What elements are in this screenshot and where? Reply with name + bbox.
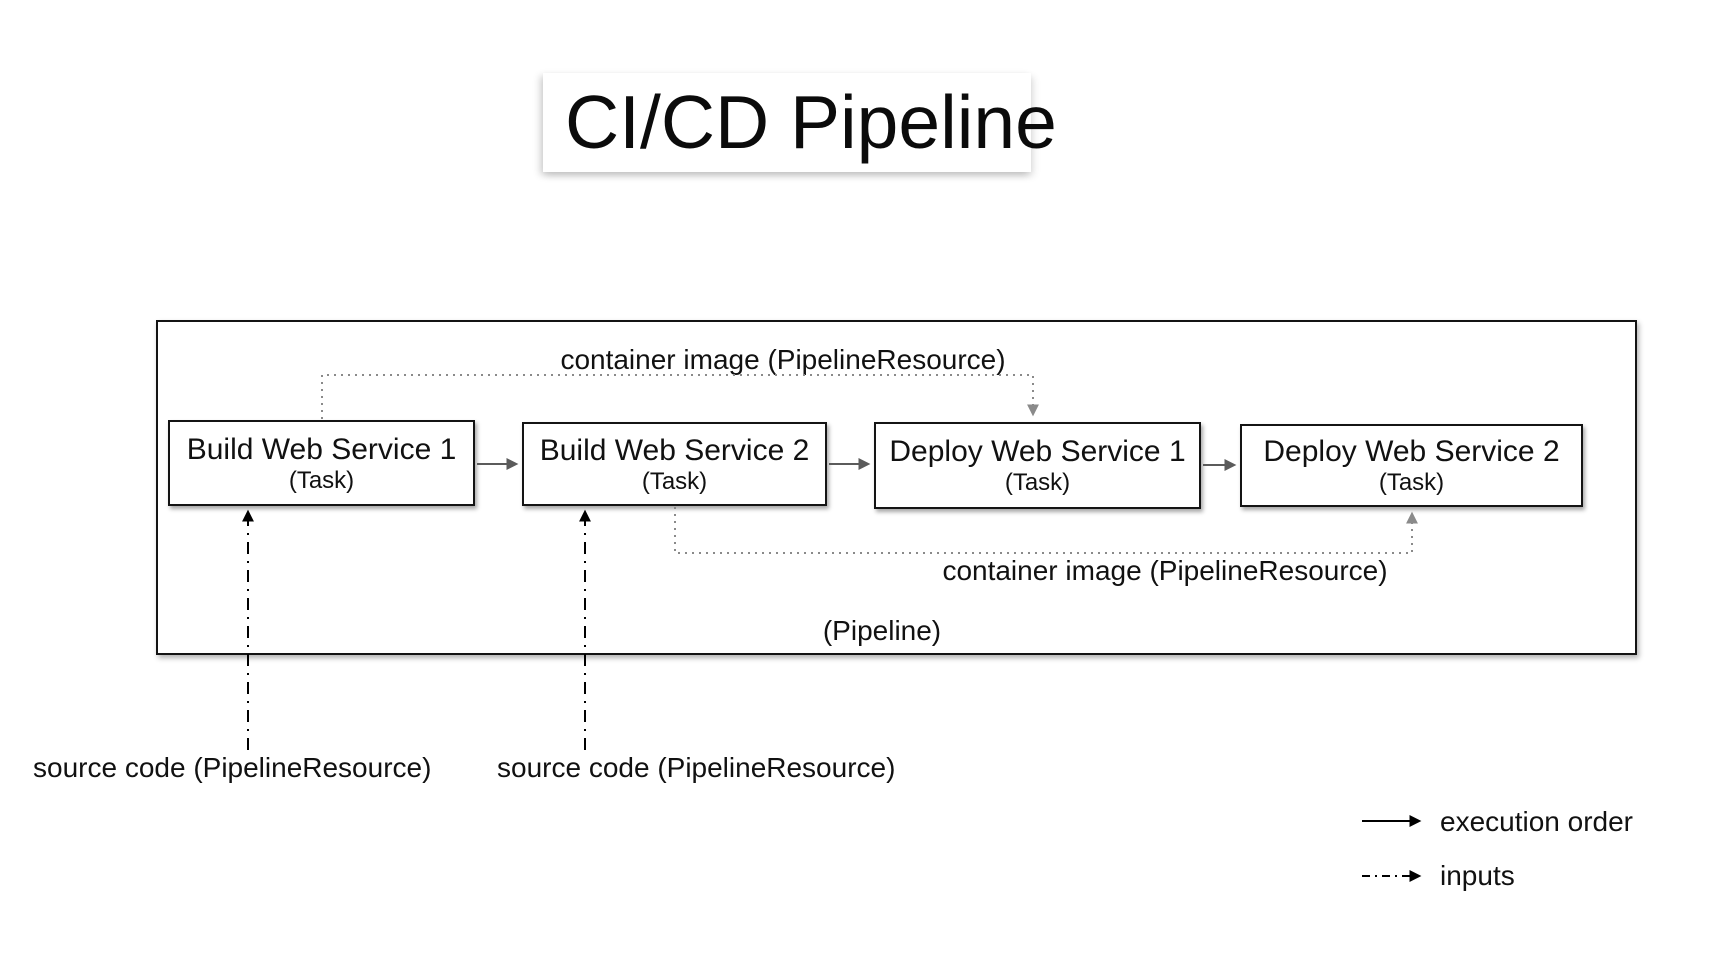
- task-type: (Task): [1378, 469, 1445, 496]
- task-type: (Task): [641, 467, 708, 495]
- task-name: Deploy Web Service 1: [889, 435, 1186, 468]
- legend-label-execution-order: execution order: [1440, 806, 1634, 837]
- task-name: Deploy Web Service 2: [1263, 435, 1560, 468]
- source-code-label-2: source code (PipelineResource): [497, 752, 896, 783]
- container-image-label-top: container image (PipelineResource): [560, 344, 1006, 375]
- task-name: Build Web Service 1: [186, 432, 457, 466]
- task-type: (Task): [1004, 469, 1071, 496]
- task-name: Build Web Service 2: [539, 433, 810, 467]
- diagram-title: CI/CD Pipeline: [565, 80, 1057, 164]
- source-code-label-1: source code (PipelineResource): [33, 752, 432, 783]
- legend-label-inputs: inputs: [1440, 860, 1515, 891]
- pipeline-label: (Pipeline): [822, 615, 942, 646]
- diagram-title-card: CI/CD Pipeline: [543, 73, 1057, 172]
- task-box-deploy-web-service-1: Deploy Web Service 1 (Task): [874, 422, 1201, 509]
- task-type: (Task): [288, 466, 355, 494]
- task-box-deploy-web-service-2: Deploy Web Service 2 (Task): [1240, 424, 1583, 507]
- task-box-build-web-service-1: Build Web Service 1 (Task): [168, 420, 475, 506]
- container-image-label-bottom: container image (PipelineResource): [942, 555, 1388, 586]
- task-box-build-web-service-2: Build Web Service 2 (Task): [522, 422, 827, 506]
